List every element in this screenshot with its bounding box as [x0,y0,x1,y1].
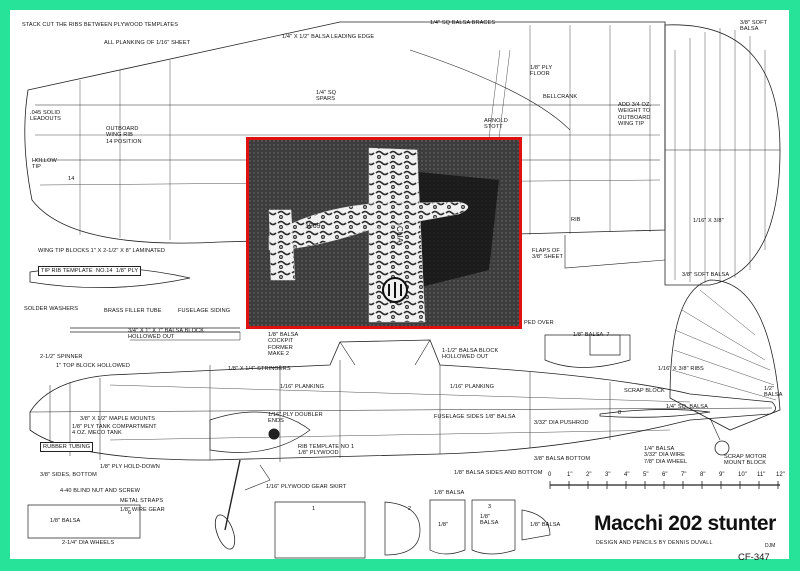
photo-marking-right: CUA [395,226,404,244]
scale-bar [549,481,780,489]
plan-title: Macchi 202 stunter [594,512,776,535]
label-brass-tube: BRASS FILLER TUBE [104,308,162,314]
label-rib: RIB [571,217,581,223]
label-scrap-motor: SCRAP MOTOR MOUNT BLOCK [724,454,767,467]
model-photo: 1969 CUA [246,137,522,329]
label-balsa-half: 1/2" BALSA [764,386,783,399]
scale-tick-label: 2" [586,472,592,478]
label-dia-wheels: 2-1/4" DIA WHEELS [62,540,115,546]
label-num-6: 6 [128,510,132,516]
scale-tick-label: 1" [567,472,573,478]
photo-marking-left: 1969 [305,223,321,230]
label-num-3: 3 [488,504,492,510]
label-fuselage-sides: FUSELAGE SIDES 1/8" BALSA [434,414,516,420]
label-balsa-bottom: 3/8" BALSA BOTTOM [534,456,591,462]
label-sq-spars: 1/4" SQ SPARS [316,90,337,103]
scale-tick-label: 6" [662,472,668,478]
label-maple-mounts: 3/8" X 1/2" MAPLE MOUNTS [80,416,156,422]
label-part7-top: 1/8" BALSA 7 [573,332,610,338]
label-metal-straps: METAL STRAPS [120,498,164,504]
label-blind-nut: 4-40 BLIND NUT AND SCREW [60,488,141,494]
label-tip-template: TIP RIB TEMPLATE NO.14 1/8" PLY [38,266,142,277]
label-num-2: 2 [408,506,412,512]
scale-tick-label: 9" [719,472,725,478]
label-spinner: 2-1/2" SPINNER [40,354,83,360]
landing-gear [214,459,271,550]
label-arnold-stott: ARNOLD STOTT [484,118,508,131]
label-stringers: 1/8" X 1/4" STRINGERS [228,366,291,372]
scale-tick-label: 5" [643,472,649,478]
scale-tick-label: 10" [738,472,747,478]
label-cockpit-former: 1/8" BALSA COCKPIT FORMER MAKE 2 [268,332,299,358]
label-planking-mid: 1/16" PLANKING [280,384,325,390]
label-balsa-right: 1/8" BALSA [530,522,561,528]
fin [669,279,781,431]
label-rib-14: 14 [68,176,75,182]
plan-drawing [24,21,781,559]
label-outboard-rib: OUTBOARD WING RIB 14 POSITION [106,126,142,145]
label-sides-and-bottom: 1/8" BALSA SIDES AND BOTTOM [454,470,543,476]
label-sides-bottom: 3/8" SIDES, BOTTOM [40,472,97,478]
label-tail-ribs: 1/16" X 3/8" RIBS [658,366,704,372]
label-rib-template: RIB TEMPLATE NO 1 1/8" PLYWOOD [298,444,355,457]
label-solder-washers: SOLDER WASHERS [24,306,79,312]
label-num-8: 8 [618,410,622,416]
label-ply-floor: 1/8" PLY FLOOR [530,65,553,78]
tail-planform [664,24,781,286]
label-balsa-part6: 1/8" BALSA [50,518,81,524]
label-leadouts: .045 SOLID LEADOUTS [30,110,61,123]
label-block-hollow: 1-1/2" BALSA BLOCK HOLLOWED OUT [442,348,499,361]
scale-tick-label: 8" [700,472,706,478]
scale-tick-label: 11" [757,472,766,478]
label-top-block: 1" TOP BLOCK HOLLOWED [56,363,131,369]
label-fuselage-siding: FUSELAGE SIDING [178,308,231,314]
photo-fuselage [268,201,469,251]
scale-tick-label: 4" [624,472,630,478]
plan-number: CF-347 [738,552,770,563]
label-num-1: 1 [312,506,316,512]
label-hollow-tip: HOLLOW TIP [32,158,57,171]
label-gear-skirt: 1/16" PLYWOOD GEAR SKIRT [266,484,347,490]
label-balsa-block: 3/4" X 1" X 7" BALSA BLOCK HOLLOWED OUT [128,328,205,341]
label-balsa-part3: 1/8" BALSA [480,514,499,527]
label-balsa-lower: 1/8" BALSA [434,490,465,496]
plan-sheet: STACK CUT THE RIBS BETWEEN PLYWOOD TEMPL… [10,10,789,559]
designer-initials: DJM [765,543,776,549]
label-stack-cut: STACK CUT THE RIBS BETWEEN PLYWOOD TEMPL… [22,22,179,28]
label-wire-gear: 1/8" WIRE GEAR [120,507,165,513]
label-flaps: FLAPS OF 3/8" SHEET [532,248,563,261]
label-sq-balsa: 1/4" SQ. BALSA [666,404,708,410]
label-planking-right: 1/16" PLANKING [450,384,495,390]
design-credit: DESIGN AND PENCILS BY DENNIS DUVALL [596,540,713,546]
scale-tick-label: 7" [681,472,687,478]
label-ped-over: PED OVER [524,320,554,326]
label-rubber-tubing: RUBBER TUBING [40,442,94,453]
label-tank-compartment: 1/8" PLY TANK COMPARTMENT 4 OZ. MECO TAN… [72,424,157,437]
scale-tick-label: 0 [548,472,552,478]
label-ply-holddown: 1/8" PLY HOLD-DOWN [100,464,160,470]
label-scrap-block: SCRAP BLOCK [624,388,665,394]
label-planking: ALL PLANKING OF 1/16" SHEET [104,40,191,46]
label-add-weight: ADD 3/4 OZ. WEIGHT TO OUTBOARD WING TIP [618,102,652,128]
label-tail-sheet: 1/16" X 3/8" [693,218,724,224]
label-pushrod: 3/32" DIA PUSHROD [534,420,589,426]
label-wing-tip-blocks: WING TIP BLOCKS 1" X 2-1/2" X 8" LAMINAT… [38,248,166,254]
label-tailwheel: 1/4" BALSA 3/32" DIA WIRE 7/8" DIA WHEEL [644,446,688,465]
scale-tick-label: 3" [605,472,611,478]
label-bellcrank: BELLCRANK [543,94,578,100]
scale-tick-label: 12" [776,472,785,478]
label-soft-balsa-mid: 3/8" SOFT BALSA [682,272,730,278]
photo-wing [368,147,426,323]
fuselage-side [29,339,776,462]
label-balsa-part2: 1/8" [438,522,449,528]
label-soft-balsa-top: 3/8" SOFT BALSA [740,20,768,33]
label-leading-edge: 1/4" X 1/2" BALSA LEADING EDGE [282,34,375,40]
label-braces: 1/4" SQ BALSA BRACES [430,20,496,26]
label-doubler: 1/16" PLY DOUBLER ENDS [268,412,323,425]
parts [27,334,631,559]
